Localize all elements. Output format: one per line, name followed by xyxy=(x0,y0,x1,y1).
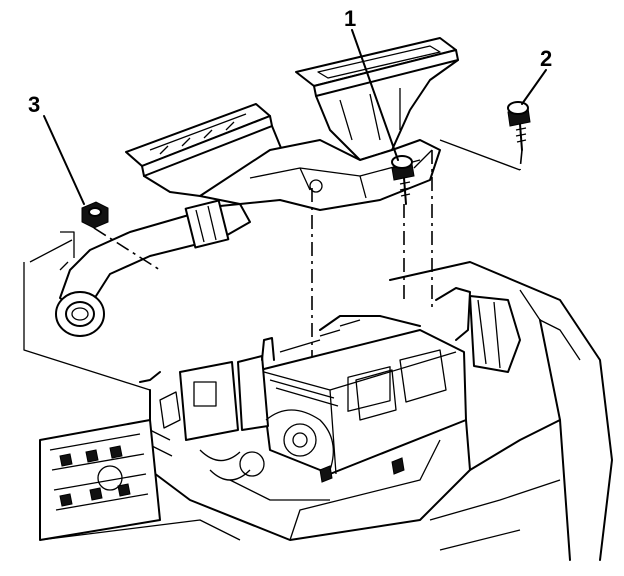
center-duct-body xyxy=(199,139,441,211)
alignment-lines xyxy=(23,139,523,391)
callout-number-1: 1 xyxy=(344,6,356,31)
callout-number-3: 3 xyxy=(28,92,40,117)
vehicle-dash-structure xyxy=(39,261,613,561)
left-defroster-outlet xyxy=(125,103,291,197)
side-vent-outlet xyxy=(55,291,105,337)
fastener-screw-2 xyxy=(507,101,531,151)
hvac-module-housing xyxy=(149,287,521,541)
callout-leaders xyxy=(43,29,547,205)
callout-number-2: 2 xyxy=(540,46,552,71)
fastener-nut-3 xyxy=(81,201,109,229)
air-distribution-duct xyxy=(55,37,459,337)
